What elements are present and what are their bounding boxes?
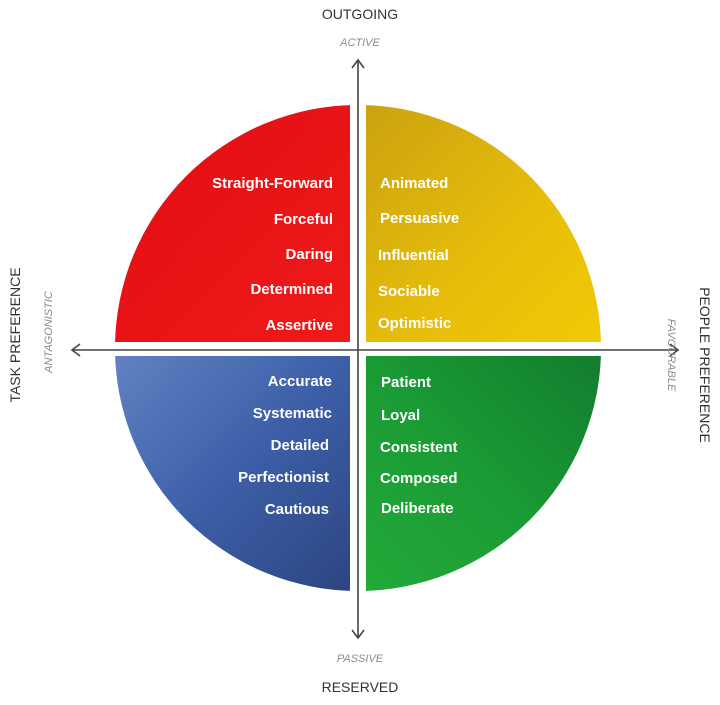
blue-quadrant <box>115 356 350 591</box>
trait: Optimistic <box>378 315 451 332</box>
blue-traits: Accurate Systematic Detailed Perfectioni… <box>238 373 332 518</box>
trait: Persuasive <box>380 210 459 227</box>
axis-left-label: TASK PREFERENCE <box>7 267 23 402</box>
green-traits: Patient Loyal Consistent Composed Delibe… <box>380 374 458 517</box>
axis-top-label: OUTGOING <box>322 6 398 22</box>
trait: Animated <box>380 175 448 192</box>
yellow-quadrant <box>366 105 601 342</box>
trait: Perfectionist <box>238 469 329 486</box>
axes <box>70 58 680 640</box>
trait: Loyal <box>381 407 420 424</box>
trait: Determined <box>250 281 333 298</box>
axis-top-sub: ACTIVE <box>339 37 380 49</box>
arrow-down-icon <box>351 629 365 640</box>
trait: Sociable <box>378 283 440 300</box>
trait: Daring <box>285 246 333 263</box>
axis-bottom-sub: PASSIVE <box>337 653 384 665</box>
trait: Forceful <box>274 211 333 228</box>
trait: Consistent <box>380 439 458 456</box>
trait: Assertive <box>265 317 333 334</box>
axis-bottom-label: RESERVED <box>322 679 399 695</box>
trait: Accurate <box>268 373 332 390</box>
trait: Influential <box>378 247 449 264</box>
trait: Patient <box>381 374 431 391</box>
arrow-right-icon <box>669 343 680 357</box>
red-traits: Straight-Forward Forceful Daring Determi… <box>212 175 333 334</box>
red-quadrant <box>115 105 350 342</box>
arrow-up-icon <box>351 58 365 69</box>
trait: Cautious <box>265 501 329 518</box>
trait: Straight-Forward <box>212 175 333 192</box>
trait: Deliberate <box>381 500 454 517</box>
trait: Systematic <box>253 405 332 422</box>
arrow-left-icon <box>70 343 81 357</box>
trait: Detailed <box>271 437 329 454</box>
axis-left-sub: ANTAGONISTIC <box>43 291 55 374</box>
yellow-traits: Animated Persuasive Influential Sociable… <box>378 175 459 332</box>
axis-right-sub: FAVOURABLE <box>665 319 677 392</box>
axis-right-label: PEOPLE PREFERENCE <box>697 287 713 443</box>
trait: Composed <box>380 470 458 487</box>
green-quadrant <box>366 356 601 591</box>
